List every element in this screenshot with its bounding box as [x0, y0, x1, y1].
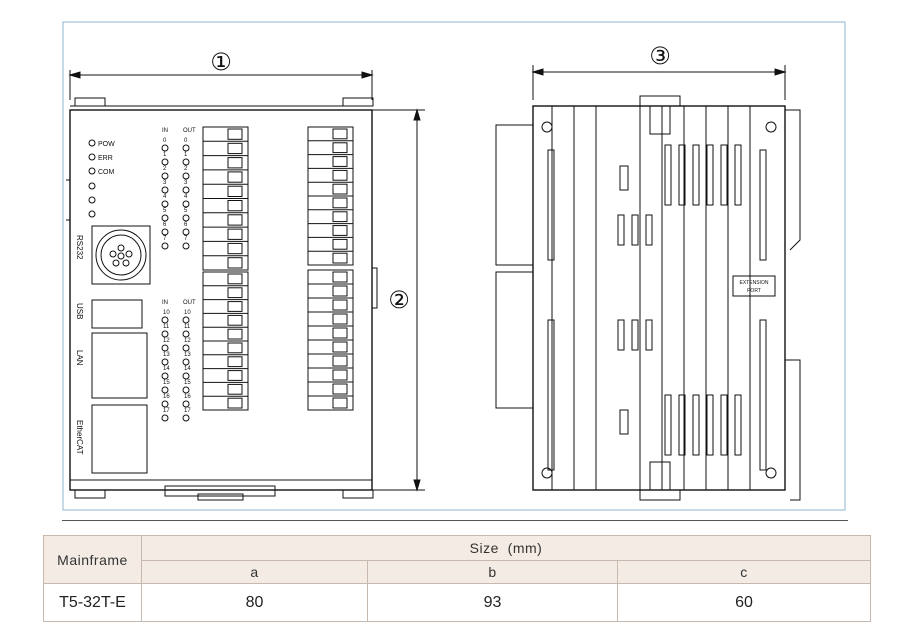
svg-text:2: 2 — [184, 166, 188, 172]
extension-port-label: EXTENSION PORT — [740, 280, 769, 294]
side-view — [495, 95, 801, 501]
dimension-2 — [372, 108, 425, 492]
svg-text:16: 16 — [184, 394, 191, 400]
front-view — [66, 97, 378, 501]
svg-text:17: 17 — [163, 408, 170, 414]
svg-text:15: 15 — [184, 380, 191, 386]
front-indicator-labels: POW ERR COM — [98, 141, 115, 176]
svg-text:3: 3 — [163, 180, 167, 186]
svg-text:12: 12 — [163, 338, 170, 344]
ethercat-label: EtherCAT — [75, 420, 84, 455]
svg-text:IN: IN — [162, 128, 168, 134]
svg-text:14: 14 — [184, 366, 191, 372]
value-a-cell: 80 — [141, 583, 368, 622]
col-b-header: b — [367, 560, 618, 584]
lan-label: LAN — [75, 350, 84, 366]
dimension-drawing: ① ③ ② — [62, 21, 846, 511]
svg-text:7: 7 — [184, 236, 188, 242]
value-c-cell: 60 — [616, 583, 872, 622]
svg-text:11: 11 — [163, 324, 170, 330]
size-table: Mainframe Size (mm) a b c T5-32T-E 80 93… — [43, 535, 872, 622]
svg-text:1: 1 — [163, 152, 167, 158]
svg-text:IN: IN — [162, 300, 168, 306]
pow-label: POW — [98, 141, 115, 148]
callout-1: ① — [210, 49, 232, 76]
svg-text:16: 16 — [163, 394, 170, 400]
svg-text:3: 3 — [184, 180, 188, 186]
svg-text:15: 15 — [163, 380, 170, 386]
separator-line — [62, 520, 848, 521]
svg-text:0: 0 — [184, 138, 188, 144]
svg-text:12: 12 — [184, 338, 191, 344]
svg-text:10: 10 — [163, 310, 170, 316]
com-label: COM — [98, 169, 115, 176]
usb-label: USB — [75, 303, 84, 319]
svg-text:13: 13 — [163, 352, 170, 358]
svg-text:0: 0 — [163, 138, 167, 144]
dimension-3 — [531, 65, 787, 100]
port-labels: RS232 USB LAN EtherCAT — [75, 235, 84, 455]
col-c-header: c — [616, 560, 872, 584]
svg-text:7: 7 — [163, 236, 167, 242]
callout-2: ② — [388, 287, 410, 314]
svg-text:2: 2 — [163, 166, 167, 172]
col-a-header: a — [141, 560, 368, 584]
svg-text:6: 6 — [184, 222, 188, 228]
svg-text:1: 1 — [184, 152, 188, 158]
value-b-cell: 93 — [367, 583, 618, 622]
svg-text:13: 13 — [184, 352, 191, 358]
callout-3: ③ — [649, 43, 671, 70]
svg-text:14: 14 — [163, 366, 170, 372]
svg-text:EXTENSION: EXTENSION — [740, 280, 769, 286]
drawing-frame — [62, 21, 846, 511]
svg-text:10: 10 — [184, 310, 191, 316]
io-labels: IN01234567OUT01234567IN1011121314151617O… — [162, 128, 196, 414]
svg-text:4: 4 — [163, 194, 167, 200]
svg-text:5: 5 — [163, 208, 167, 214]
svg-text:6: 6 — [163, 222, 167, 228]
dimension-1 — [68, 70, 374, 100]
svg-text:OUT: OUT — [183, 128, 196, 134]
svg-text:11: 11 — [184, 324, 191, 330]
svg-text:4: 4 — [184, 194, 188, 200]
err-label: ERR — [98, 155, 113, 162]
svg-text:5: 5 — [184, 208, 188, 214]
svg-text:OUT: OUT — [183, 300, 196, 306]
mainframe-header: Mainframe — [43, 535, 142, 584]
svg-text:17: 17 — [184, 408, 191, 414]
size-header: Size (mm) — [140, 535, 872, 561]
model-cell: T5-32T-E — [43, 583, 142, 622]
svg-text:PORT: PORT — [747, 288, 761, 294]
table-row: T5-32T-E 80 93 60 — [43, 583, 872, 622]
rs232-label: RS232 — [75, 235, 84, 260]
